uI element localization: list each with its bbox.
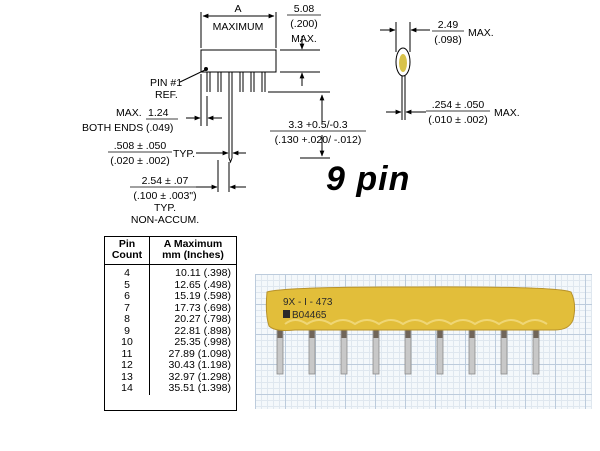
dimension-table: Pin Count A Maximum mm (Inches) 4 10.11 (… [104, 236, 237, 411]
a-sub: MAXIMUM [213, 21, 264, 33]
a-max-cell: 30.43 (1.198) [168, 359, 231, 371]
pin-count-cell: 7 [105, 302, 150, 314]
photo-lead-coating [373, 328, 379, 338]
table-row: 6 15.19 (.598) [105, 290, 236, 303]
pitch-mm: 2.54 ± .07 [142, 175, 189, 187]
photo-body-texture [284, 319, 548, 326]
pin-count-cell: 11 [105, 348, 150, 360]
leadw-in: (.020 ± .002) [110, 155, 169, 167]
pin1-leader [179, 69, 206, 83]
photo-marking-2: B04465 [292, 310, 327, 321]
pin1-line2: REF. [155, 89, 178, 101]
height-mm: 5.08 [294, 3, 315, 15]
headline-pin-count: 9 pin [326, 160, 411, 198]
photo-logo-mark [283, 310, 290, 318]
height-in: (.200) [290, 18, 317, 30]
photo-lead-coating [533, 328, 539, 338]
pitch-note2: NON-ACCUM. [131, 214, 199, 226]
a-label: A [234, 3, 241, 15]
sip-leads [206, 72, 266, 164]
photo-lead-coating [437, 328, 443, 338]
ends-note: BOTH ENDS [82, 122, 143, 134]
table-row: 5 12.65 (.498) [105, 278, 236, 291]
a-max-cell: 27.89 (1.098) [168, 347, 231, 360]
pitch-note1: TYP. [154, 202, 176, 214]
a-max-cell: 32.97 (1.298) [168, 370, 231, 383]
header-a-maximum: A Maximum mm (Inches) [149, 237, 236, 265]
thk-note: MAX. [468, 27, 494, 39]
photo-marking-1: 9X - I - 473 [283, 297, 333, 308]
ends-mm: 1.24 [148, 107, 169, 119]
pin1-line1: PIN #1 [150, 77, 182, 89]
table-row: 7 17.73 (.698) [105, 301, 236, 314]
photo-lead-coating [341, 328, 347, 338]
header-pin-count: Pin Count [105, 237, 150, 265]
lead-len-in: (.130 +.020/ -.012) [275, 134, 362, 146]
ends-label: MAX. [116, 107, 142, 119]
lt-in: (.010 ± .002) [428, 114, 487, 126]
ends-in: (.049) [146, 122, 173, 134]
height-note: MAX. [291, 33, 317, 45]
component-photo: 9X - I - 473 B04465 [255, 274, 592, 409]
a-max-cell: 17.73 (.698) [174, 301, 231, 314]
pin-count-cell: 14 [105, 382, 150, 395]
a-max-cell: 15.19 (.598) [174, 290, 231, 302]
pin-count-cell: 13 [105, 371, 150, 383]
a-max-cell: 10.11 (.398) [175, 267, 231, 279]
a-max-cell: 22.81 (.898) [174, 324, 231, 337]
thk-in: (.098) [434, 34, 461, 46]
pin-count-cell: 10 [105, 336, 150, 349]
a-max-cell: 12.65 (.498) [174, 278, 231, 291]
table-row: 4 10.11 (.398) [105, 264, 236, 280]
lt-mm: .254 ± .050 [432, 99, 485, 111]
a-max-cell: 25.35 (.998) [174, 336, 231, 348]
table-header-row: Pin Count A Maximum mm (Inches) [105, 237, 236, 265]
table-row: 9 22.81 (.898) [105, 324, 236, 337]
sip-body [200, 49, 277, 73]
pin-count-cell: 12 [105, 359, 150, 372]
a-max-cell: 20.27 (.798) [174, 313, 231, 325]
a-max-cell: 35.51 (1.398) [168, 382, 231, 394]
dimension-table-grid: Pin Count A Maximum mm (Inches) 4 10.11 (… [105, 237, 236, 395]
side-body-fill [399, 54, 407, 72]
pitch-in: (.100 ± .003") [133, 190, 196, 202]
table-row: 12 30.43 (1.198) [105, 359, 236, 372]
table-row: 13 32.97 (1.298) [105, 370, 236, 383]
leadw-note: TYP. [173, 148, 195, 160]
table-row: 14 35.51 (1.398) [105, 382, 236, 395]
photo-lead-coating [277, 328, 283, 338]
lead-len-mm: 3.3 +0.5/-0.3 [288, 119, 347, 131]
pin-count-cell: 6 [105, 290, 150, 303]
pin-count-cell: 4 [105, 264, 150, 280]
photo-lead-coating [501, 328, 507, 338]
thk-mm: 2.49 [438, 19, 459, 31]
pin-count-cell: 9 [105, 325, 150, 337]
lt-note: MAX. [494, 107, 520, 119]
pin-count-cell: 8 [105, 313, 150, 326]
photo-resistor-body [265, 286, 576, 331]
table-row: 8 20.27 (.798) [105, 313, 236, 326]
photo-lead-coating [309, 328, 315, 338]
pin-count-cell: 5 [105, 279, 150, 291]
leadw-mm: .508 ± .050 [114, 140, 167, 152]
photo-lead-coating [405, 328, 411, 338]
component-photo-drawing: 9X - I - 473 B04465 [265, 286, 576, 375]
photo-leads [276, 323, 540, 375]
pin1-dot [204, 67, 208, 71]
photo-lead-coating [469, 328, 475, 338]
table-row: 10 25.35 (.998) [105, 336, 236, 349]
table-row: 11 27.89 (1.098) [105, 347, 236, 360]
